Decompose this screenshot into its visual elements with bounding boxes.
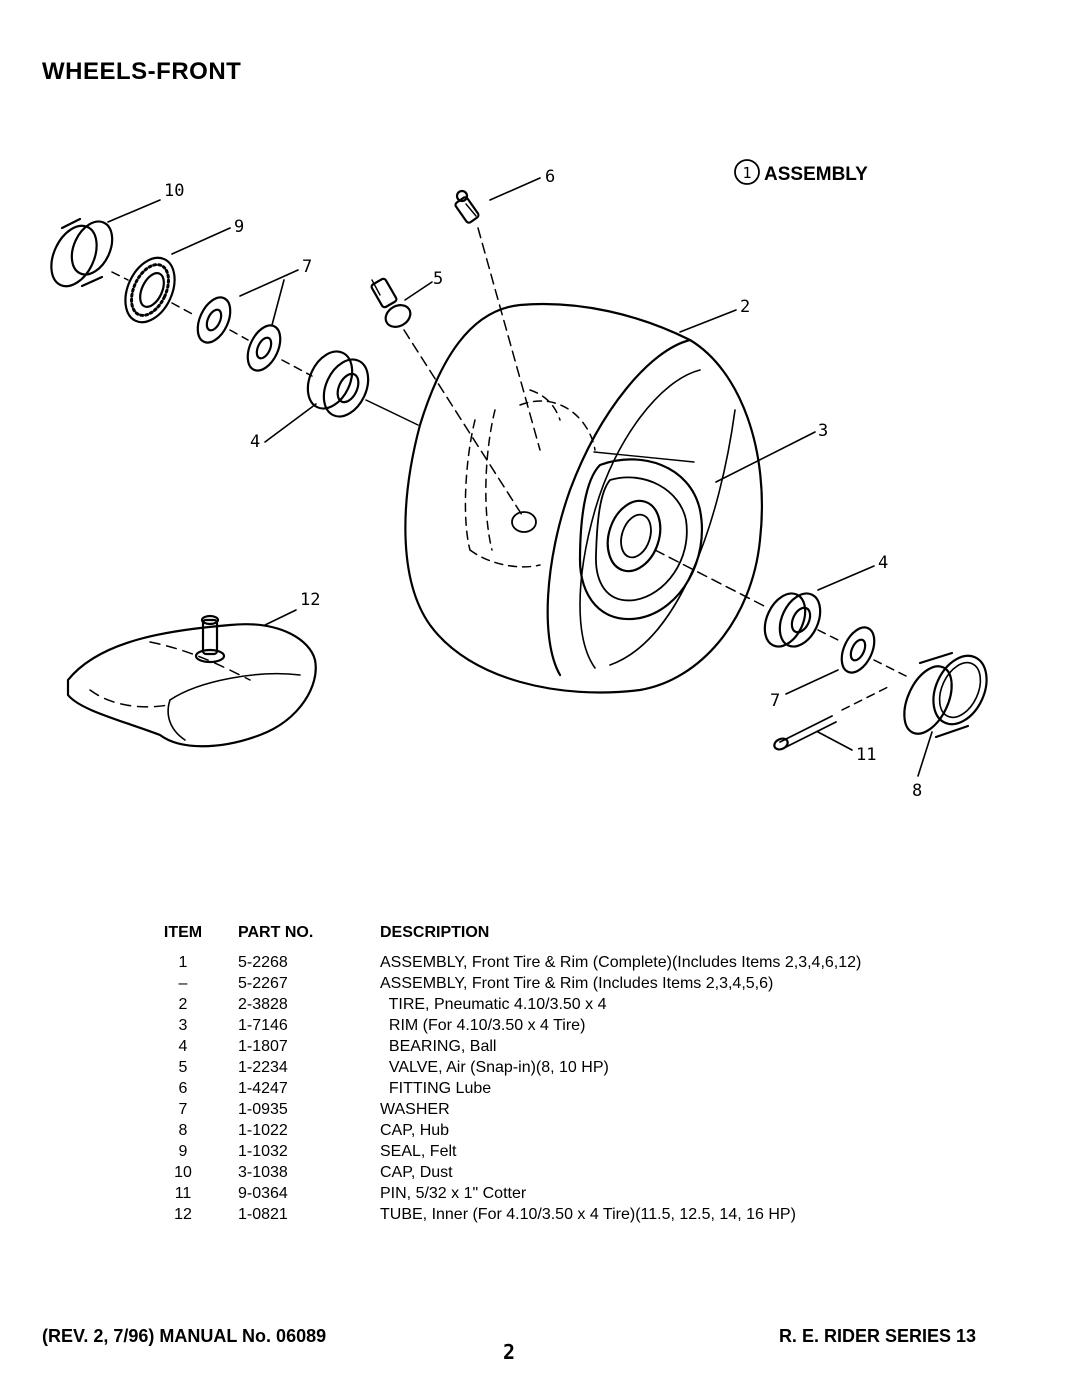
item-cell: 8 — [178, 1122, 188, 1139]
callout-leader-lines — [107, 177, 933, 777]
header-item: ITEM — [163, 924, 203, 941]
part-no-cell: 1-0821 — [238, 1206, 288, 1223]
callout-4-right: 4 — [878, 553, 888, 573]
callout-7-left: 7 — [302, 257, 312, 277]
item-cell: 11 — [174, 1185, 192, 1202]
item-cell: 3 — [178, 1017, 188, 1034]
part-no-cell: 1-1032 — [238, 1143, 288, 1160]
hub-cap-drawing — [903, 651, 988, 739]
washer-right-drawing — [840, 626, 876, 674]
callout-8: 8 — [912, 781, 922, 801]
description-cell: ASSEMBLY, Front Tire & Rim (Complete)(In… — [380, 954, 862, 971]
callout-4-left: 4 — [250, 432, 260, 452]
assembly-text: ASSEMBLY — [764, 164, 868, 185]
table-row: – 5-2267 ASSEMBLY, Front Tire & Rim (Inclu… — [140, 973, 861, 994]
callout-5: 5 — [433, 269, 443, 289]
callout-2: 2 — [740, 297, 750, 317]
dust-cap-drawing — [50, 217, 114, 288]
callout-11: 11 — [856, 745, 876, 765]
washer-left-drawings — [196, 296, 282, 372]
callout-9: 9 — [234, 217, 244, 237]
callout-6: 6 — [545, 167, 555, 187]
lube-fitting-drawing — [454, 189, 480, 224]
bearing-left-drawing — [306, 350, 370, 418]
air-valve-drawing — [370, 277, 412, 328]
description-cell: SEAL, Felt — [380, 1143, 457, 1160]
part-no-cell: 5-2268 — [238, 954, 288, 971]
item-cell: 4 — [178, 1038, 188, 1055]
page-title: WHEELS-FRONT — [42, 58, 242, 85]
part-no-cell: 1-4247 — [238, 1080, 288, 1097]
item-cell: – — [178, 975, 188, 992]
part-no-cell: 2-3828 — [238, 996, 288, 1013]
header-part-no: PART NO. — [238, 924, 314, 941]
item-cell: 7 — [178, 1101, 188, 1118]
description-cell: FITTING Lube — [380, 1080, 492, 1097]
table-row: 9 1-1032 SEAL, Felt — [140, 1141, 861, 1162]
callout-3: 3 — [818, 421, 828, 441]
callout-7-right: 7 — [770, 691, 780, 711]
description-cell: CAP, Dust — [380, 1164, 453, 1181]
item-cell: 2 — [178, 996, 188, 1013]
table-row: 4 1-1807 BEARING, Ball — [140, 1036, 861, 1057]
inner-tube-drawing — [66, 614, 317, 748]
callout-10: 10 — [164, 181, 184, 201]
item-cell: 1 — [178, 954, 188, 971]
description-cell: VALVE, Air (Snap-in)(8, 10 HP) — [380, 1059, 609, 1076]
table-row: 2 2-3828 TIRE, Pneumatic 4.10/3.50 x 4 — [140, 994, 861, 1015]
tire-drawing — [404, 302, 764, 694]
description-cell: BEARING, Ball — [380, 1038, 497, 1055]
table-row: 10 3-1038 CAP, Dust — [140, 1162, 861, 1183]
item-cell: 10 — [174, 1164, 192, 1181]
item-cell: 12 — [174, 1206, 192, 1223]
table-row: 11 9-0364 PIN, 5/32 x 1" Cotter — [140, 1183, 861, 1204]
rim-drawing — [578, 451, 703, 621]
item-cell: 6 — [178, 1080, 188, 1097]
assembly-axis-lines — [111, 227, 907, 711]
bearing-right-drawing — [763, 592, 822, 648]
item-cell: 9 — [178, 1143, 188, 1160]
assembly-label — [734, 159, 760, 185]
callout-12: 12 — [300, 590, 320, 610]
header-description: DESCRIPTION — [380, 924, 490, 941]
part-no-cell: 3-1038 — [238, 1164, 288, 1181]
part-no-cell: 1-1807 — [238, 1038, 288, 1055]
part-no-cell: 9-0364 — [238, 1185, 288, 1202]
page-number: 2 — [503, 1340, 516, 1364]
cotter-pin-drawing — [773, 715, 837, 751]
description-cell: TIRE, Pneumatic 4.10/3.50 x 4 — [380, 996, 607, 1013]
table-row: 12 1-0821 TUBE, Inner (For 4.10/3.50 x 4 T… — [140, 1204, 861, 1225]
footer-manual-info: (REV. 2, 7/96) MANUAL No. 06089 — [42, 1326, 327, 1346]
description-cell: TUBE, Inner (For 4.10/3.50 x 4 Tire)(11.… — [380, 1206, 796, 1223]
part-no-cell: 1-7146 — [238, 1017, 288, 1034]
footer-series: R. E. RIDER SERIES 13 — [778, 1326, 976, 1346]
felt-seal-drawing — [124, 256, 176, 324]
parts-list-rows: 1 5-2268 ASSEMBLY, Front Tire & Rim (Compl… — [140, 952, 861, 1225]
part-no-cell: 1-0935 — [238, 1101, 288, 1118]
part-no-cell: 5-2267 — [238, 975, 288, 992]
description-cell: PIN, 5/32 x 1" Cotter — [380, 1185, 527, 1202]
description-cell: ASSEMBLY, Front Tire & Rim (Includes Ite… — [380, 975, 774, 992]
description-cell: WASHER — [380, 1101, 450, 1118]
parts-list-header: ITEM PART NO. DESCRIPTION — [140, 922, 861, 952]
assembly-number: 1 — [742, 164, 751, 182]
table-row: 7 1-0935 WASHER — [140, 1099, 861, 1120]
part-no-cell: 1-2234 — [238, 1059, 288, 1076]
exploded-wheel-diagram: 10 9 7 6 5 2 4 3 12 4 7 11 8 1 ASSEMBLY — [50, 159, 988, 801]
table-row: 3 1-7146 RIM (For 4.10/3.50 x 4 Tire) — [140, 1015, 861, 1036]
table-row: 1 5-2268 ASSEMBLY, Front Tire & Rim (Compl… — [140, 952, 862, 973]
table-row: 8 1-1022 CAP, Hub — [140, 1120, 861, 1141]
description-cell: CAP, Hub — [380, 1122, 450, 1139]
description-cell: RIM (For 4.10/3.50 x 4 Tire) — [380, 1017, 586, 1034]
table-row: 6 1-4247 FITTING Lube — [140, 1078, 861, 1099]
table-row: 5 1-2234 VALVE, Air (Snap-in)(8, 10 HP) — [140, 1057, 861, 1078]
item-cell: 5 — [178, 1059, 188, 1076]
part-no-cell: 1-1022 — [238, 1122, 288, 1139]
